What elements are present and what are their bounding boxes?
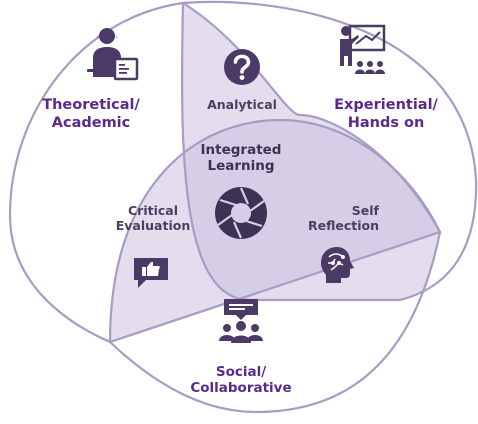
label-theoretical-line2: Academic	[51, 114, 131, 131]
label-experiential-line2: Hands on	[347, 114, 425, 131]
thumbs-up-speech-icon	[134, 258, 168, 288]
label-critical-evaluation: Critical Evaluation	[110, 203, 196, 234]
presenter-with-audience-icon	[340, 24, 386, 74]
camera-aperture-icon	[215, 187, 267, 239]
label-social-line2: Collaborative	[190, 380, 292, 397]
circle-social-outline	[108, 118, 442, 414]
label-analytical: Analytical	[196, 97, 288, 112]
circle-experiential-outline	[180, 0, 478, 302]
overlap-center	[182, 120, 440, 301]
label-center-line1: Integrated	[200, 142, 282, 158]
label-integrated-learning: Integrated Learning	[190, 142, 292, 175]
label-analytical-text: Analytical	[207, 97, 277, 112]
label-experiential: Experiential/ Hands on	[326, 97, 446, 132]
label-self-line2: Reflection	[307, 218, 379, 234]
group-chat-icon	[219, 299, 263, 343]
label-theoretical-line1: Theoretical/	[42, 97, 140, 113]
question-mark-icon	[224, 49, 260, 85]
label-self-reflection: Self Reflection	[283, 203, 379, 234]
label-experiential-line1: Experiential/	[334, 97, 438, 113]
label-theoretical: Theoretical/ Academic	[36, 97, 146, 132]
circle-theoretical-outline	[8, 1, 442, 344]
label-center-line2: Learning	[207, 158, 275, 175]
label-self-line1: Self	[351, 203, 379, 218]
label-social-line1: Social/	[215, 364, 267, 380]
label-critical-line2: Evaluation	[115, 218, 191, 234]
label-social: Social/ Collaborative	[180, 364, 302, 397]
teacher-at-board-icon	[87, 28, 139, 81]
head-brain-icon	[321, 247, 354, 283]
label-critical-line1: Critical	[127, 203, 178, 218]
